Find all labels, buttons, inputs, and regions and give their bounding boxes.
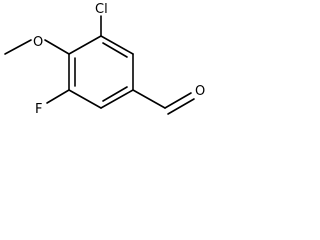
benzene-ring xyxy=(68,35,134,109)
methoxy-oxygen-label: O xyxy=(33,35,43,50)
ring-double-bond-c3-c4 xyxy=(102,86,128,102)
ring-double-bond-c1-c2 xyxy=(102,42,128,58)
structure-canvas: Cl O F O xyxy=(0,0,218,138)
ring-bond-c1-c2 xyxy=(100,35,134,55)
aldehyde-double-bond-b xyxy=(167,98,195,115)
bond-methoxy-methyl xyxy=(4,39,32,55)
aldehyde-oxygen-label: O xyxy=(195,84,205,99)
ring-bond-c6-c1 xyxy=(68,35,102,55)
fluorine-label: F xyxy=(35,102,42,117)
aldehyde-double-bond-a xyxy=(164,92,192,109)
bond-to-fluorine xyxy=(46,89,70,104)
ring-bond-c4-c5 xyxy=(68,89,102,109)
chlorine-label: Cl xyxy=(95,2,108,17)
bond-to-methoxy-oxygen xyxy=(44,39,70,55)
molecule-structure: Cl O F O xyxy=(4,2,205,117)
bond-to-aldehyde-carbon xyxy=(132,89,166,109)
ring-bond-c3-c4 xyxy=(100,89,134,109)
